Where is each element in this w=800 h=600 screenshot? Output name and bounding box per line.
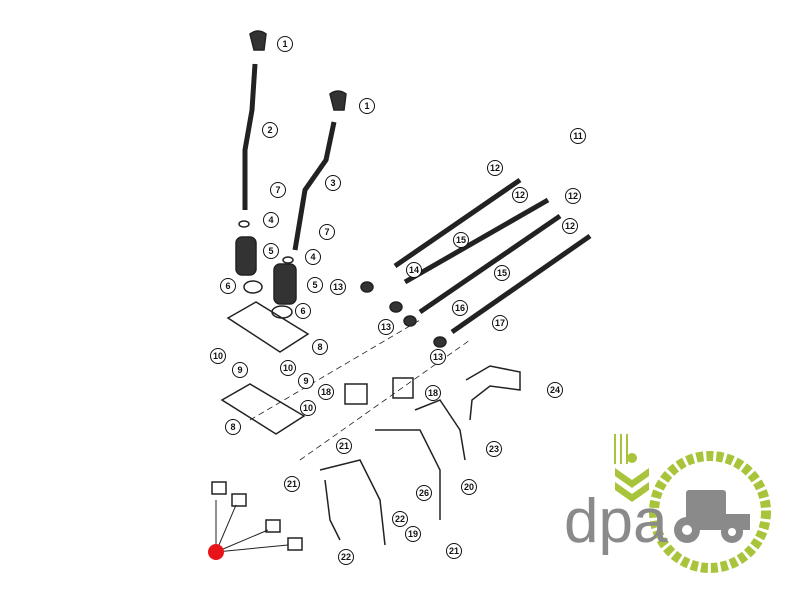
wheat-icon [614,434,649,502]
part-callout-6: 6 [295,303,311,319]
lever-3 [292,121,337,251]
part-callout-19: 19 [405,526,421,542]
part-callout-1: 1 [277,36,293,52]
dpa-logo: dpa [564,434,771,573]
part-callout-5: 5 [263,243,279,259]
rod-14b [403,197,550,285]
part-callout-23: 23 [486,441,502,457]
plate-8b [220,383,306,435]
part-callout-21: 21 [284,476,300,492]
part-callout-24: 24 [547,382,563,398]
part-callout-7: 7 [270,182,286,198]
block-18b [392,377,414,399]
part-callout-16: 16 [452,300,468,316]
fork-24 [465,365,521,421]
part-callout-10: 10 [300,400,316,416]
part-callout-4: 4 [263,212,279,228]
part-callout-5: 5 [307,277,323,293]
block-18a [344,383,368,405]
part-callout-11: 11 [570,128,586,144]
part-callout-7: 7 [319,224,335,240]
part-callout-10: 10 [210,348,226,364]
part-callout-2: 2 [262,122,278,138]
rod-17 [450,233,592,335]
part-callout-20: 20 [461,479,477,495]
part-callout-3: 3 [325,175,341,191]
part-callout-14: 14 [406,262,422,278]
lever-2 [242,63,258,210]
part-callout-22: 22 [338,549,354,565]
part-callout-8: 8 [225,419,241,435]
part-callout-12: 12 [487,160,503,176]
part-callout-22: 22 [392,511,408,527]
boot-5b [273,263,297,305]
part-callout-13: 13 [330,279,346,295]
part-callout-8: 8 [312,339,328,355]
part-callout-1: 1 [359,98,375,114]
fork-19 [319,459,386,546]
logo-text: dpa [564,487,668,556]
red-marker-dot[interactable] [208,544,224,560]
part-callout-18: 18 [425,385,441,401]
part-callout-18: 18 [318,384,334,400]
fork-20 [375,429,441,520]
part-callout-12: 12 [562,218,578,234]
rod-16 [418,213,562,315]
knob-2 [329,90,347,111]
part-callout-21: 21 [336,438,352,454]
part-callout-17: 17 [492,315,508,331]
part-callout-13: 13 [378,319,394,335]
fork-23 [414,399,466,461]
part-callout-9: 9 [298,373,314,389]
rod-14a [393,177,522,269]
part-callout-6: 6 [220,278,236,294]
part-callout-12: 12 [512,187,528,203]
boot-5a [235,236,257,276]
plate-8a [226,301,310,353]
part-callout-15: 15 [453,232,469,248]
tractor-icon [674,490,750,543]
part-callout-9: 9 [232,362,248,378]
part-callout-10: 10 [280,360,296,376]
part-callout-13: 13 [430,349,446,365]
part-callout-21: 21 [446,543,462,559]
part-callout-15: 15 [494,265,510,281]
part-callout-4: 4 [305,249,321,265]
part-callout-12: 12 [565,188,581,204]
part-callout-26: 26 [416,485,432,501]
knob-1 [249,30,267,51]
